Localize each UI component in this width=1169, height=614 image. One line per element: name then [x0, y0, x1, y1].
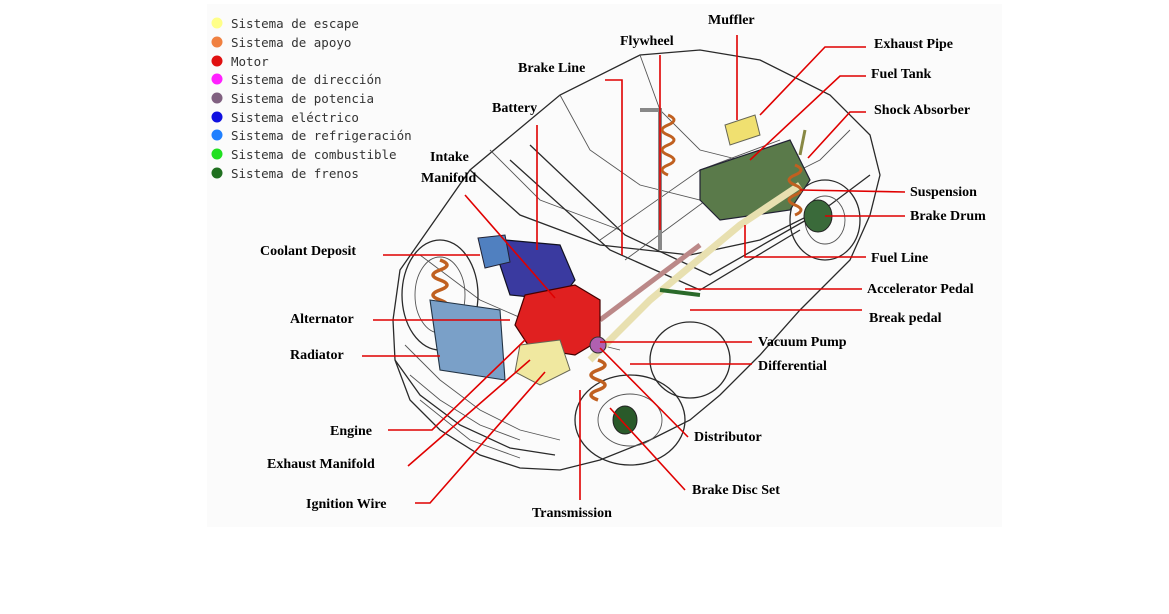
legend-swatch-combustible — [211, 148, 223, 160]
label-brake-drum: Brake Drum — [910, 209, 986, 224]
label-flywheel: Flywheel — [620, 34, 674, 49]
label-brake-disc-set: Brake Disc Set — [692, 483, 780, 498]
label-vacuum-pump: Vacuum Pump — [758, 335, 847, 350]
legend-label-apoyo: Sistema de apoyo — [231, 35, 351, 50]
leader-fuel-tank — [749, 75, 866, 161]
label-suspension: Suspension — [910, 185, 977, 200]
diagram-background — [207, 4, 1002, 527]
leader-brake-line — [605, 79, 623, 255]
legend-swatch-escape — [211, 17, 223, 29]
label-battery: Battery — [492, 101, 537, 116]
car-illustration — [392, 49, 881, 471]
label-alternator: Alternator — [290, 312, 354, 327]
label-accelerator-pedal: Accelerator Pedal — [867, 282, 974, 297]
legend-label-escape: Sistema de escape — [231, 16, 359, 31]
legend-label-potencia: Sistema de potencia — [231, 91, 374, 106]
leader-fuel-line — [744, 225, 866, 258]
leader-engine — [388, 339, 526, 431]
label-engine: Engine — [330, 424, 372, 439]
label-exhaust-manifold: Exhaust Manifold — [267, 457, 375, 472]
leader-shock-absorber — [807, 111, 866, 159]
legend-label-combustible: Sistema de combustible — [231, 147, 397, 162]
leader-lines — [362, 35, 906, 504]
legend-swatch-direccion — [211, 73, 223, 85]
leader-distributor — [599, 347, 689, 438]
label-differential: Differential — [758, 359, 827, 374]
legend-label-direccion: Sistema de dirección — [231, 72, 382, 87]
label-intake-manifold-line1: Intake — [430, 150, 469, 165]
label-brake-line: Brake Line — [518, 61, 585, 76]
legend-swatch-electrico — [211, 111, 223, 123]
label-ignition-wire: Ignition Wire — [306, 497, 387, 512]
legend-label-refrigeracion: Sistema de refrigeración — [231, 128, 412, 143]
label-fuel-tank: Fuel Tank — [871, 67, 932, 82]
legend-label-electrico: Sistema eléctrico — [231, 110, 359, 125]
label-transmission: Transmission — [532, 506, 612, 521]
leader-brake-disc-set — [609, 407, 686, 491]
label-coolant-deposit: Coolant Deposit — [260, 244, 356, 259]
leader-ignition-wire — [415, 371, 546, 504]
legend-label-frenos: Sistema de frenos — [231, 166, 359, 181]
label-muffler: Muffler — [708, 13, 755, 28]
legend-swatch-apoyo — [211, 36, 223, 48]
label-radiator: Radiator — [290, 348, 344, 363]
leader-suspension — [799, 189, 906, 193]
legend: Sistema de escape Sistema de apoyo Motor… — [211, 16, 412, 181]
label-exhaust-pipe: Exhaust Pipe — [874, 37, 953, 52]
legend-swatch-frenos — [211, 167, 223, 179]
label-shock-absorber: Shock Absorber — [874, 103, 970, 118]
legend-swatch-potencia — [211, 92, 223, 104]
leader-exhaust-pipe — [759, 46, 866, 116]
leader-intake-manifold — [464, 194, 556, 299]
label-distributor: Distributor — [694, 430, 762, 445]
part-labels: Muffler Flywheel Exhaust Pipe Brake Line… — [260, 13, 986, 521]
legend-label-motor: Motor — [231, 54, 269, 69]
label-fuel-line: Fuel Line — [871, 251, 928, 266]
label-intake-manifold-line2: Manifold — [421, 171, 476, 186]
leader-exhaust-manifold — [407, 359, 531, 467]
legend-swatch-motor — [211, 55, 223, 67]
label-break-pedal: Break pedal — [869, 311, 942, 326]
legend-swatch-refrigeracion — [211, 129, 223, 141]
